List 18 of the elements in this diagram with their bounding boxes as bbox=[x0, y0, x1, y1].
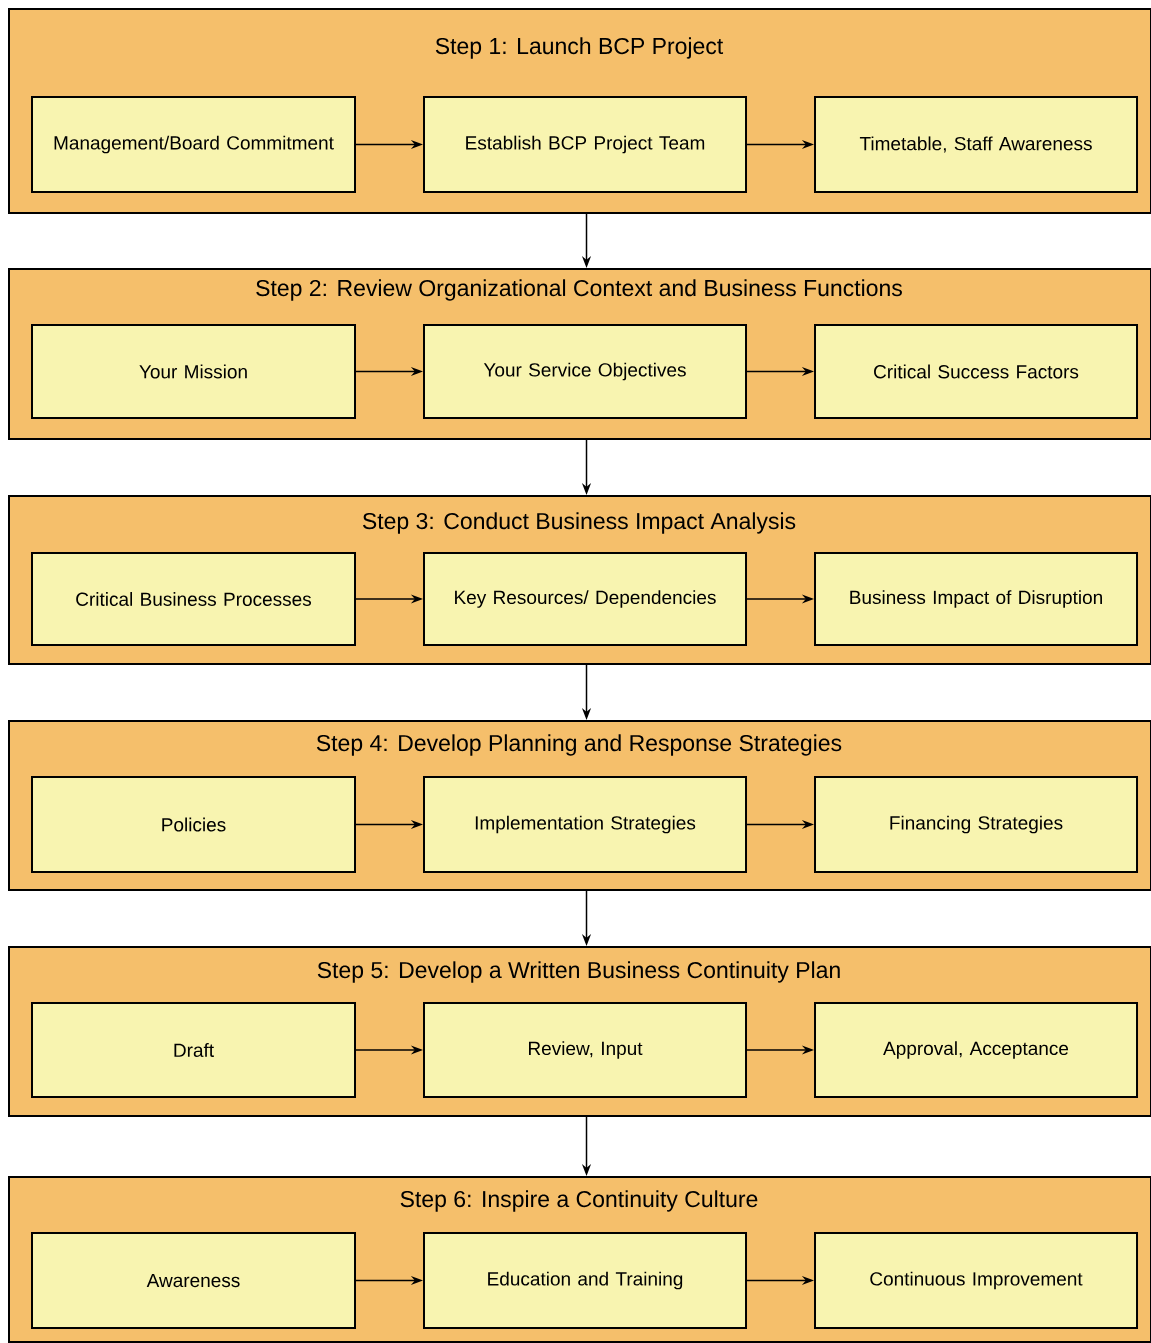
step-box: Education and Training bbox=[423, 1232, 747, 1329]
step-box: Approval, Acceptance bbox=[814, 1002, 1138, 1098]
step-box: Policies bbox=[31, 776, 356, 873]
step-box: Your Mission bbox=[31, 324, 356, 419]
step-box: Review, Input bbox=[423, 1002, 747, 1098]
step-box: Key Resources/ Dependencies bbox=[423, 552, 747, 646]
step-box: Awareness bbox=[31, 1232, 356, 1329]
step-box: Critical Success Factors bbox=[814, 324, 1138, 419]
step-box: Implementation Strategies bbox=[423, 776, 747, 873]
step-box: Establish BCP Project Team bbox=[423, 96, 747, 193]
step-box: Draft bbox=[31, 1002, 356, 1098]
step-box: Critical Business Processes bbox=[31, 552, 356, 646]
step-box: Management/Board Commitment bbox=[31, 96, 356, 193]
step-box: Financing Strategies bbox=[814, 776, 1138, 873]
step-box: Continuous Improvement bbox=[814, 1232, 1138, 1329]
step-box: Your Service Objectives bbox=[423, 324, 747, 419]
step-box: Business Impact of Disruption bbox=[814, 552, 1138, 646]
step-box: Timetable, Staff Awareness bbox=[814, 96, 1138, 193]
